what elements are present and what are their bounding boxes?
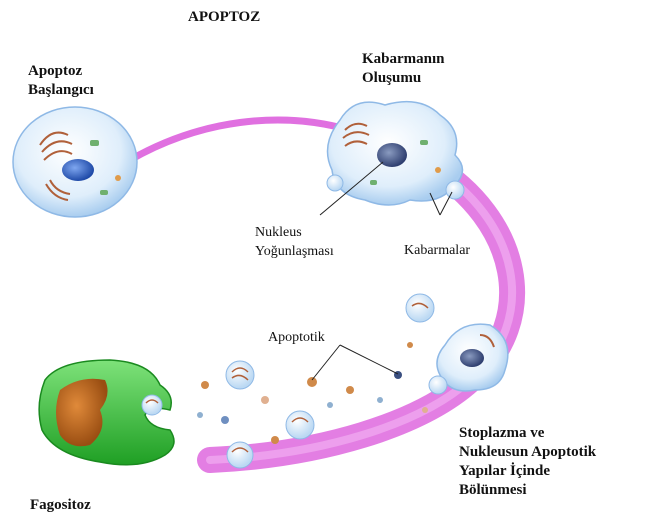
start-cell bbox=[13, 107, 137, 217]
label-blebbing-formation: Kabarmanın Oluşumu bbox=[362, 50, 445, 88]
label-nucleus-condensation: Nukleus Yoğunlaşması bbox=[255, 223, 334, 261]
label-start: Apoptoz Başlangıcı bbox=[28, 62, 94, 100]
label-phagocytosis: Fagositoz bbox=[30, 496, 91, 515]
diagram-title: APOPTOZ bbox=[188, 8, 260, 27]
label-apoptotic: Apoptotik bbox=[268, 328, 325, 347]
blebbing-cell bbox=[327, 102, 464, 205]
phagocyte-cell bbox=[39, 360, 174, 465]
label-blebs: Kabarmalar bbox=[404, 241, 470, 260]
label-fragmentation: Stoplazma ve Nukleusun Apoptotik Yapılar… bbox=[459, 424, 596, 500]
nucleus-icon bbox=[62, 159, 94, 181]
